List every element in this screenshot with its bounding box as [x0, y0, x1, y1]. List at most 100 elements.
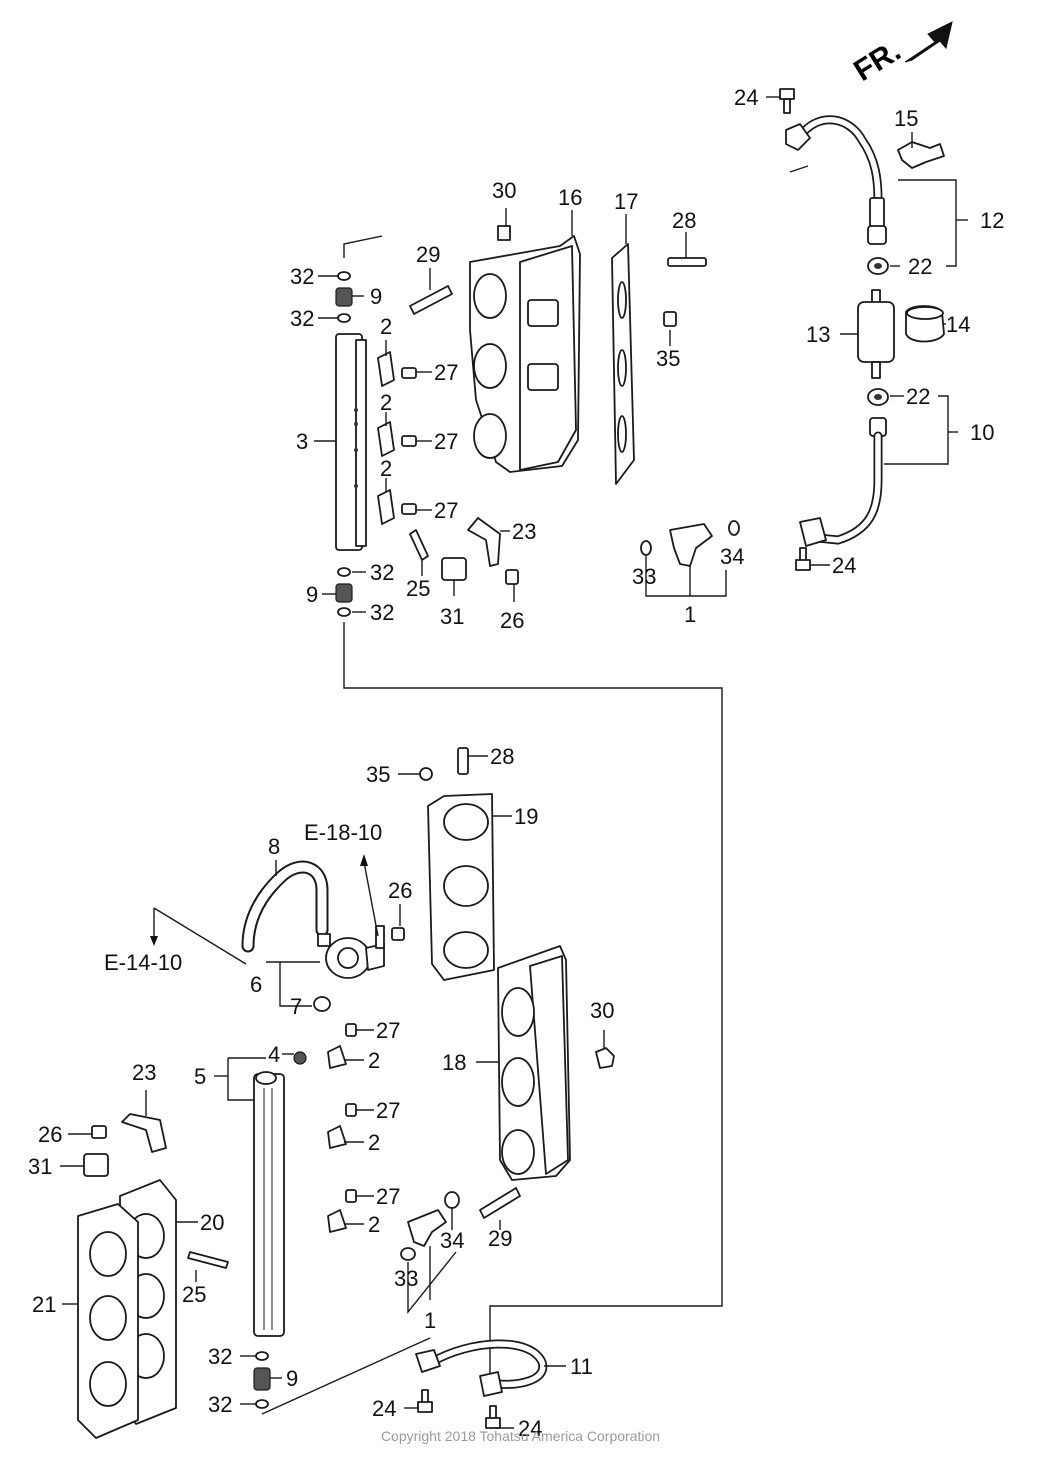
bolt-27-f — [345, 1189, 357, 1203]
callout-32: 32 — [208, 1392, 232, 1417]
oring-7 — [313, 996, 331, 1012]
callout-9: 9 — [370, 284, 382, 309]
callout-23: 23 — [512, 519, 536, 544]
bracket-2-a — [377, 351, 395, 387]
oring-32-d — [337, 607, 351, 617]
callout-22: 22 — [908, 254, 932, 279]
callout-28: 28 — [490, 744, 514, 769]
seal-33-top — [640, 540, 652, 556]
copyright-notice: Copyright 2018 Tohatsu America Corporati… — [380, 1428, 661, 1444]
callout-27: 27 — [434, 498, 458, 523]
callout-24: 24 — [518, 1416, 542, 1441]
bolt-24-right — [795, 547, 811, 571]
callout-2: 2 — [380, 456, 392, 481]
gasket-19 — [427, 793, 495, 981]
callout-4: 4 — [268, 1042, 280, 1067]
front-direction-indicator: FR. — [848, 21, 953, 88]
callout-30: 30 — [590, 998, 614, 1023]
callout-26: 26 — [38, 1122, 62, 1147]
gasket-21 — [77, 1203, 139, 1439]
callout-2: 2 — [368, 1130, 380, 1155]
callout-32: 32 — [208, 1344, 232, 1369]
callout-13: 13 — [806, 322, 830, 347]
callout-34: 34 — [440, 1228, 464, 1253]
callout-32: 32 — [290, 264, 314, 289]
callout-17: 17 — [614, 189, 638, 214]
stud-29-bottom — [479, 1187, 521, 1219]
callout-31: 31 — [440, 604, 464, 629]
seal-33-bottom — [400, 1247, 416, 1261]
callout-24: 24 — [832, 553, 856, 578]
callout-27: 27 — [376, 1098, 400, 1123]
bracket-2-f — [327, 1209, 347, 1233]
callout-32: 32 — [370, 560, 394, 585]
fuel-hose-11 — [415, 1339, 548, 1397]
callout-31: 31 — [28, 1154, 52, 1179]
callout-29: 29 — [488, 1226, 512, 1251]
callout-24: 24 — [734, 85, 758, 110]
callout-8: 8 — [268, 834, 280, 859]
callout-24: 24 — [372, 1396, 396, 1421]
dowel-35-top — [663, 311, 677, 327]
callout-9: 9 — [286, 1366, 298, 1391]
bolt-27-a — [401, 367, 417, 379]
fuel-hose-10 — [799, 417, 887, 547]
bolt-27-d — [345, 1023, 357, 1037]
bracket-23-top — [467, 517, 501, 567]
vacuum-hose-8 — [241, 860, 329, 953]
cap-4 — [293, 1051, 307, 1065]
callout-2: 2 — [368, 1048, 380, 1073]
stud-29-top — [409, 285, 453, 315]
fuel-rail-3 — [335, 333, 367, 551]
callout-23: 23 — [132, 1060, 156, 1085]
callout-18: 18 — [442, 1050, 466, 1075]
callout-11: 11 — [570, 1354, 593, 1379]
bolt-26-top — [505, 569, 519, 585]
leader-lines — [60, 96, 968, 1429]
fuel-filter-13 — [857, 289, 895, 379]
injector-1-bottom — [407, 1209, 447, 1247]
callout-26: 26 — [388, 878, 412, 903]
callout-32: 32 — [370, 600, 394, 625]
clip-31-bottom — [83, 1153, 109, 1177]
reference-e-14-10: E-14-10 — [104, 950, 182, 975]
seal-34-bottom — [444, 1191, 460, 1209]
callout-12: 12 — [980, 208, 1004, 233]
callout-34: 34 — [720, 544, 744, 569]
callout-16: 16 — [558, 185, 582, 210]
callout-3: 3 — [296, 429, 308, 454]
filter-holder-14 — [905, 305, 945, 343]
bolt-24-bottom-left — [417, 1389, 433, 1413]
callout-7: 7 — [290, 994, 302, 1019]
damper-9-a — [335, 287, 353, 307]
bolt-27-b — [401, 435, 417, 447]
dowel-35-bottom — [419, 767, 433, 781]
nut-30-top — [497, 225, 511, 241]
callout-labels: 24 15 12 22 13 14 22 10 24 30 16 17 28 3… — [28, 85, 1004, 1441]
callout-14: 14 — [946, 312, 970, 337]
callout-25: 25 — [406, 576, 430, 601]
callout-2: 2 — [380, 390, 392, 415]
intake-manifold-18 — [497, 945, 571, 1181]
fuel-hose-upper — [785, 115, 887, 245]
bolt-25-top — [409, 529, 429, 561]
oring-32-f — [255, 1399, 269, 1409]
callout-19: 19 — [514, 804, 538, 829]
callout-15: 15 — [894, 106, 918, 131]
callout-21: 21 — [32, 1292, 56, 1317]
callout-20: 20 — [200, 1210, 224, 1235]
callout-35: 35 — [366, 762, 390, 787]
bracket-2-d — [327, 1045, 347, 1069]
bracket-2-b — [377, 421, 395, 457]
callout-29: 29 — [416, 242, 440, 267]
callout-33: 33 — [632, 564, 656, 589]
callout-27: 27 — [434, 429, 458, 454]
bracket-2-e — [327, 1125, 347, 1149]
nut-30-bottom — [595, 1047, 615, 1069]
bolt-24-bottom-right — [485, 1405, 501, 1429]
callout-35: 35 — [656, 346, 680, 371]
callout-22: 22 — [906, 384, 930, 409]
bolt-26-mid — [391, 927, 405, 941]
callout-28: 28 — [672, 208, 696, 233]
